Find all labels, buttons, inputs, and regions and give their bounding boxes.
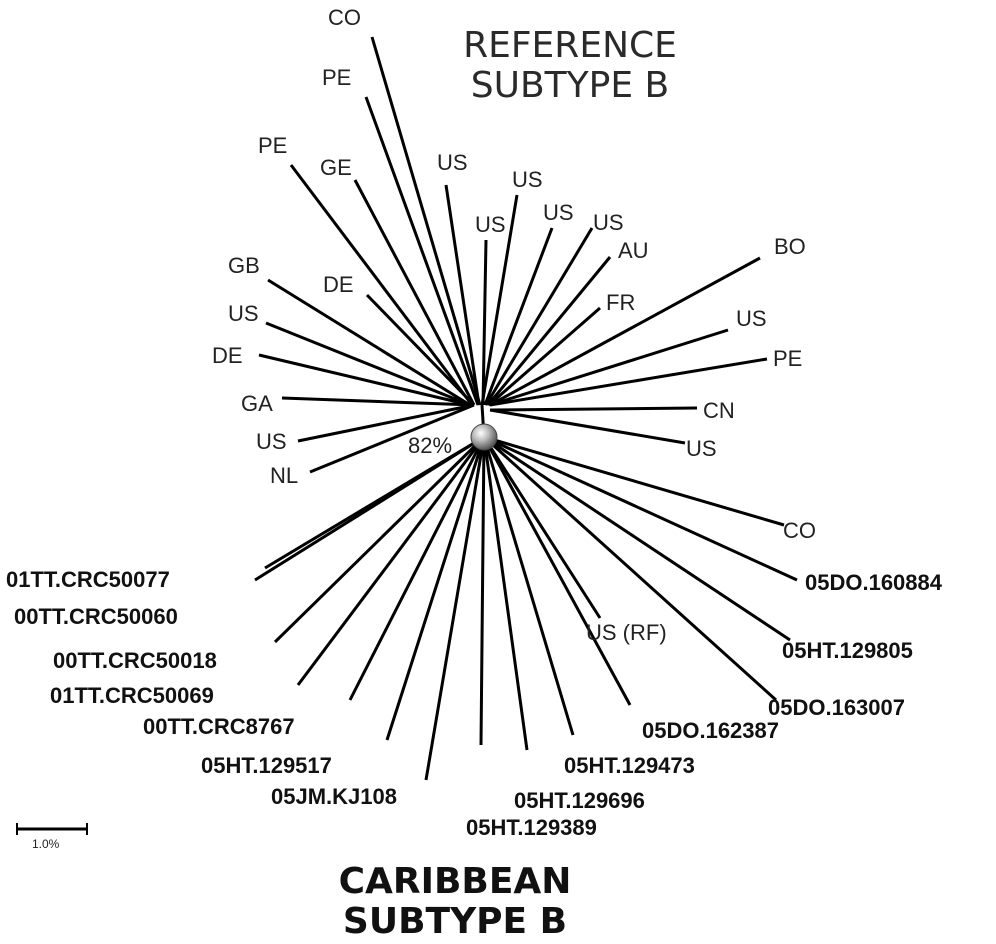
caribbean-leaf-label-05do-160884: 05DO.160884 bbox=[805, 570, 943, 595]
reference-leaf-label-ga: GA bbox=[241, 391, 273, 416]
caribbean-leaf-label-00tt-crc8767: 00TT.CRC8767 bbox=[143, 714, 295, 739]
reference-branch-23 bbox=[297, 403, 475, 443]
caribbean-branch-4 bbox=[296, 436, 486, 686]
caribbean-branch-12 bbox=[482, 435, 778, 702]
reference-title-line1: REFERENCE bbox=[463, 25, 677, 66]
reference-leaf-label-bo: BO bbox=[774, 234, 806, 259]
reference-leaf-label-fr: FR bbox=[606, 290, 635, 315]
reference-leaf-label-ge: GE bbox=[320, 155, 352, 180]
caribbean-branch-5 bbox=[348, 436, 486, 701]
caribbean-leaf-label-01tt-crc50077: 01TT.CRC50077 bbox=[6, 567, 170, 592]
reference-leaf-label-us: US bbox=[512, 167, 543, 192]
caribbean-branch-13 bbox=[483, 435, 791, 642]
reference-branch-11 bbox=[488, 306, 601, 407]
reference-leaf-label-us: US bbox=[686, 436, 717, 461]
scale-bar: 1.0% bbox=[16, 823, 88, 851]
reference-leaf-label-de: DE bbox=[212, 343, 243, 368]
caribbean-leaf-label-05ht-129696: 05HT.129696 bbox=[514, 788, 645, 813]
caribbean-branch-3 bbox=[273, 435, 486, 644]
reference-leaf-label-us-rf: US (RF) bbox=[586, 620, 667, 645]
reference-leaf-label-co: CO bbox=[328, 5, 361, 30]
reference-branch-22 bbox=[281, 396, 475, 407]
reference-branch-2 bbox=[364, 96, 480, 406]
caribbean-branch-10 bbox=[482, 436, 575, 736]
caribbean-title-line2: SUBTYPE B bbox=[342, 901, 568, 943]
reference-branch-5 bbox=[444, 184, 481, 406]
caribbean-branch-7 bbox=[424, 436, 486, 781]
reference-leaf-label-pe: PE bbox=[322, 65, 351, 90]
reference-leaf-label-us: US bbox=[228, 301, 259, 326]
reference-leaf-label-us: US bbox=[593, 210, 624, 235]
reference-branch-6 bbox=[480, 194, 519, 406]
reference-branch-15 bbox=[489, 406, 698, 412]
reference-branch-16 bbox=[489, 408, 686, 445]
reference-branch-18 bbox=[267, 278, 471, 407]
reference-branch-17 bbox=[483, 435, 785, 527]
reference-leaf-label-pe: PE bbox=[258, 133, 287, 158]
reference-branch-9 bbox=[484, 227, 594, 406]
reference-branch-19 bbox=[365, 293, 476, 407]
scale-bar-label: 1.0% bbox=[32, 837, 60, 851]
caribbean-leaf-label-05ht-129805: 05HT.129805 bbox=[782, 638, 913, 663]
reference-leaf-label-gb: GB bbox=[228, 253, 260, 278]
reference-branch-3 bbox=[289, 164, 474, 406]
reference-branch-12 bbox=[489, 256, 761, 407]
reference-leaf-label-us: US bbox=[256, 429, 287, 454]
caribbean-leaf-label-00tt-crc50018: 00TT.CRC50018 bbox=[53, 648, 217, 673]
reference-branch-21 bbox=[258, 353, 471, 407]
caribbean-branch-6 bbox=[385, 436, 486, 741]
reference-leaf-label-de: DE bbox=[323, 272, 354, 297]
reference-branch-8 bbox=[483, 227, 554, 406]
caribbean-branch-14 bbox=[483, 435, 798, 582]
caribbean-branch-9 bbox=[482, 436, 529, 751]
reference-branch-4 bbox=[353, 179, 476, 406]
caribbean-branch-11 bbox=[482, 436, 632, 706]
reference-leaf-label-us: US bbox=[437, 150, 468, 175]
reference-leaf-label-pe: PE bbox=[773, 346, 802, 371]
reference-branch-1 bbox=[370, 36, 482, 406]
caribbean-leaf-label-05ht-129517: 05HT.129517 bbox=[201, 753, 332, 778]
bootstrap-label: 82% bbox=[408, 433, 452, 458]
caribbean-branch-2 bbox=[254, 435, 485, 582]
reference-branch-13 bbox=[489, 328, 729, 407]
reference-group-title: REFERENCE SUBTYPE B bbox=[420, 25, 720, 107]
caribbean-title-line1: CARIBBEAN bbox=[338, 861, 572, 902]
caribbean-group-title: CARIBBEAN SUBTYPE B bbox=[280, 861, 630, 943]
reference-branch-24 bbox=[309, 403, 475, 474]
reference-branch-20 bbox=[265, 321, 471, 407]
caribbean-leaf-label-05do-162387: 05DO.162387 bbox=[642, 718, 779, 743]
reference-leaf-label-us: US bbox=[543, 200, 574, 225]
reference-branch-14 bbox=[489, 357, 768, 407]
caribbean-leaf-label-05ht-129473: 05HT.129473 bbox=[564, 753, 695, 778]
reference-branch-10 bbox=[486, 256, 612, 406]
caribbean-leaf-label-05ht-129389: 05HT.129389 bbox=[466, 815, 597, 840]
reference-title-line2: SUBTYPE B bbox=[470, 65, 670, 107]
caribbean-branch-8 bbox=[479, 436, 486, 746]
reference-leaf-label-co: CO bbox=[783, 518, 816, 543]
reference-leaf-label-au: AU bbox=[618, 238, 649, 263]
reference-leaf-label-cn: CN bbox=[703, 398, 735, 423]
bootstrap-node bbox=[470, 423, 498, 451]
caribbean-leaf-label-05do-163007: 05DO.163007 bbox=[768, 695, 905, 720]
reference-branch-25 bbox=[482, 436, 602, 619]
reference-branch-7 bbox=[481, 239, 488, 406]
reference-leaf-label-us: US bbox=[475, 212, 506, 237]
branch-lines bbox=[254, 36, 798, 781]
caribbean-leaf-label-05jm-kj108: 05JM.KJ108 bbox=[271, 784, 397, 809]
reference-leaf-label-nl: NL bbox=[270, 463, 298, 488]
reference-leaf-label-us: US bbox=[736, 306, 767, 331]
caribbean-leaf-label-01tt-crc50069: 01TT.CRC50069 bbox=[50, 683, 214, 708]
caribbean-leaf-label-00tt-crc50060: 00TT.CRC50060 bbox=[14, 604, 178, 629]
